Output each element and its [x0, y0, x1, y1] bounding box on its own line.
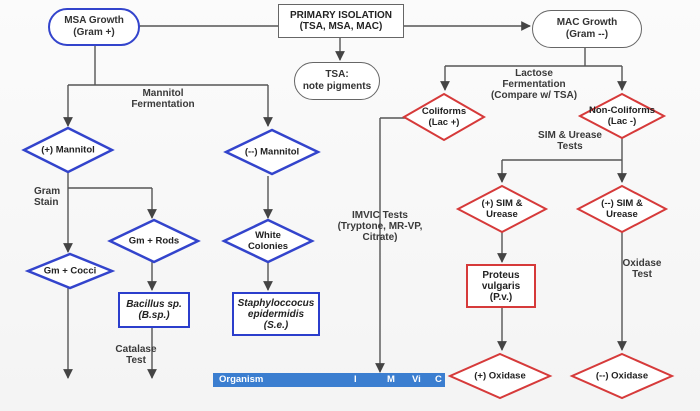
pos-mannitol-text: (+) Mannitol — [41, 144, 95, 156]
diamond-pos-sim-shape — [455, 184, 549, 234]
pos-sim-urease-text: (+) SIM &Urease — [481, 198, 523, 220]
gm-cocci-text: Gm + Cocci — [43, 265, 97, 277]
diamond-non-coliforms-shape — [577, 92, 667, 140]
mac-growth-node: MAC Growth(Gram --) — [532, 10, 642, 48]
primary-isolation-box: PRIMARY ISOLATION(TSA, MSA, MAC) — [278, 4, 404, 38]
diamond-neg-oxidase-shape — [569, 352, 675, 400]
diamond-white-colonies-shape — [221, 218, 315, 264]
non-coliforms-text: Non-Coliforms(Lac -) — [589, 105, 655, 127]
coliforms-text: Coliforms(Lac +) — [421, 106, 467, 128]
i-column-header: I — [354, 374, 357, 385]
tsa-note-text: note pigments — [302, 81, 372, 92]
diamond-neg-mannitol-shape — [223, 128, 321, 176]
gm-rods-text: Gm + Rods — [128, 235, 180, 247]
diamond-pos-oxidase-shape — [447, 352, 553, 400]
bacillus-result-box: Bacillus sp.(B.sp.) — [118, 292, 190, 328]
tsa-label: TSA: — [325, 69, 349, 80]
diamond-pos-mannitol-shape — [21, 126, 115, 174]
pos-oxidase-text: (+) Oxidase — [474, 370, 526, 382]
msa-growth-label: MSA Growth — [64, 15, 124, 26]
m-column-header: M — [387, 374, 395, 385]
diamond-coliforms-shape — [401, 92, 487, 142]
imvic-tests-label: IMVIC Tests(Tryptone, MR-VP,Citrate) — [337, 210, 423, 243]
diamond-gm-rods-shape — [107, 218, 201, 264]
organism-column-header: Organism — [219, 374, 264, 385]
vi-column-header: Vi — [412, 374, 421, 385]
mac-growth-label: MAC Growth — [556, 17, 618, 28]
c-column-header: C — [435, 374, 442, 385]
organism-table-header: Organism I M Vi C — [213, 373, 445, 387]
diamond-gm-cocci-shape — [24, 252, 116, 290]
msa-growth-gram: (Gram +) — [73, 27, 115, 38]
primary-isolation-media: (TSA, MSA, MAC) — [299, 21, 383, 32]
msa-growth-node: MSA Growth(Gram +) — [48, 8, 140, 46]
diamond-neg-sim-shape — [575, 184, 669, 234]
mac-growth-gram: (Gram --) — [565, 29, 609, 40]
neg-oxidase-text: (--) Oxidase — [595, 370, 649, 382]
neg-sim-urease-text: (--) SIM &Urease — [601, 198, 643, 220]
tsa-note-node: TSA:note pigments — [294, 62, 380, 100]
neg-mannitol-text: (--) Mannitol — [244, 146, 300, 158]
primary-isolation-title: PRIMARY ISOLATION — [289, 10, 393, 21]
